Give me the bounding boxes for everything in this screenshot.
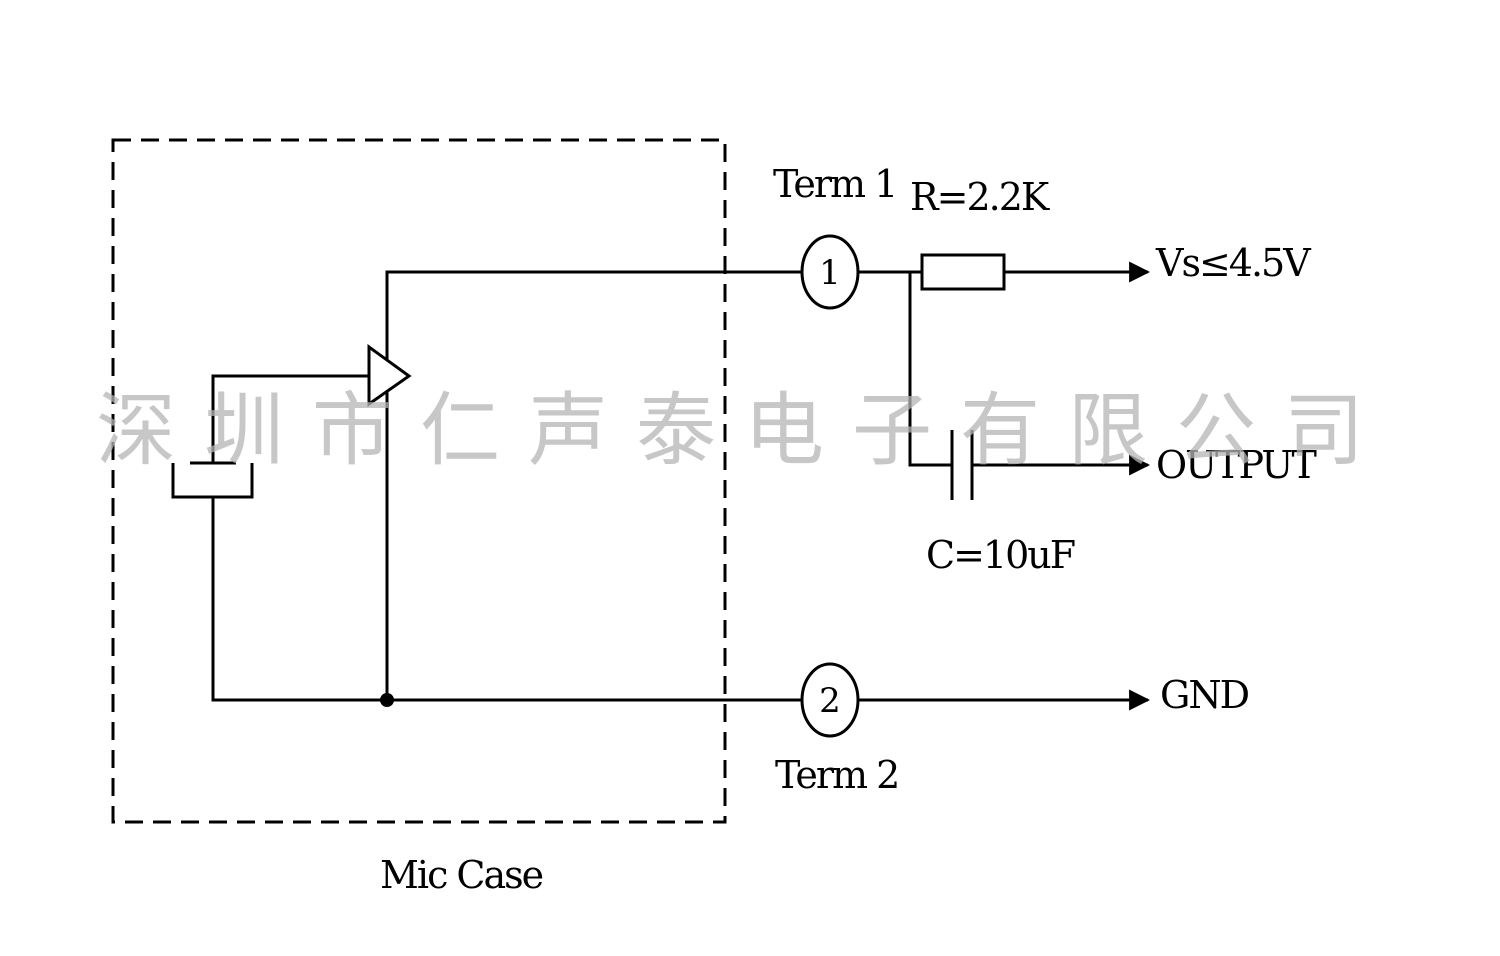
supply-label: Vs≤4.5V bbox=[1155, 241, 1311, 285]
terminal-2-number: 2 bbox=[819, 681, 841, 721]
term2-label: Term 2 bbox=[775, 753, 898, 797]
case-label: Mic Case bbox=[380, 853, 543, 897]
capsule-upper-wire bbox=[211, 374, 369, 463]
ground-junction-dot bbox=[380, 693, 394, 707]
output-branch-wire bbox=[908, 272, 952, 467]
terminal-1: 1 bbox=[800, 234, 860, 310]
capsule-lower-wire bbox=[211, 497, 804, 702]
output-label: OUTPUT bbox=[1156, 443, 1316, 487]
resistor bbox=[920, 253, 1006, 291]
ground-label: GND bbox=[1160, 673, 1249, 717]
company-watermark: 深圳市仁声泰电子有限公司 bbox=[96, 384, 1392, 477]
capacitor-label: C=10uF bbox=[926, 533, 1075, 577]
term1-label: Term 1 bbox=[773, 162, 896, 206]
terminal-2: 2 bbox=[800, 662, 860, 738]
terminal-1-number: 1 bbox=[819, 253, 841, 293]
drain-wire bbox=[385, 270, 804, 375]
mic-case-boundary bbox=[111, 138, 727, 824]
resistor-label: R=2.2K bbox=[910, 175, 1050, 219]
